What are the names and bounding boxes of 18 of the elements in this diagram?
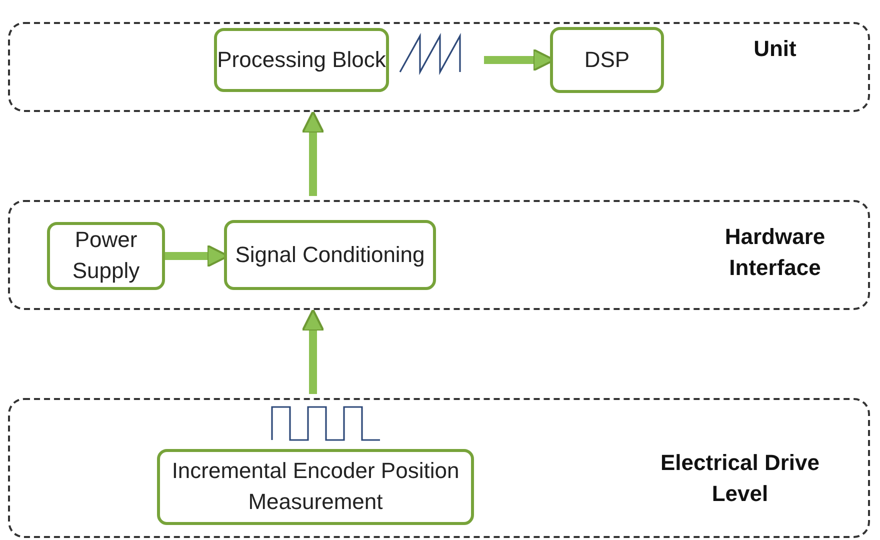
process-box (214, 28, 389, 92)
process-box (550, 27, 664, 93)
process-box (157, 449, 474, 525)
box-label: DSP (584, 46, 630, 74)
process-box (224, 220, 436, 290)
arrow (302, 110, 324, 196)
group-label: Unit (752, 35, 798, 63)
dashed-group (8, 22, 870, 112)
process-box (47, 222, 165, 290)
box-label: Incremental Encoder Position Measurement (170, 457, 460, 516)
dashed-group (8, 200, 870, 310)
box-label: Signal Conditioning (235, 240, 425, 269)
box-label: Power Supply (71, 226, 141, 285)
group-label: Electrical Drive Level (660, 449, 820, 508)
group-label: Hardware Interface (724, 223, 826, 282)
box-label: Processing Block (217, 46, 386, 74)
dashed-group (8, 398, 870, 538)
arrow (302, 308, 324, 394)
